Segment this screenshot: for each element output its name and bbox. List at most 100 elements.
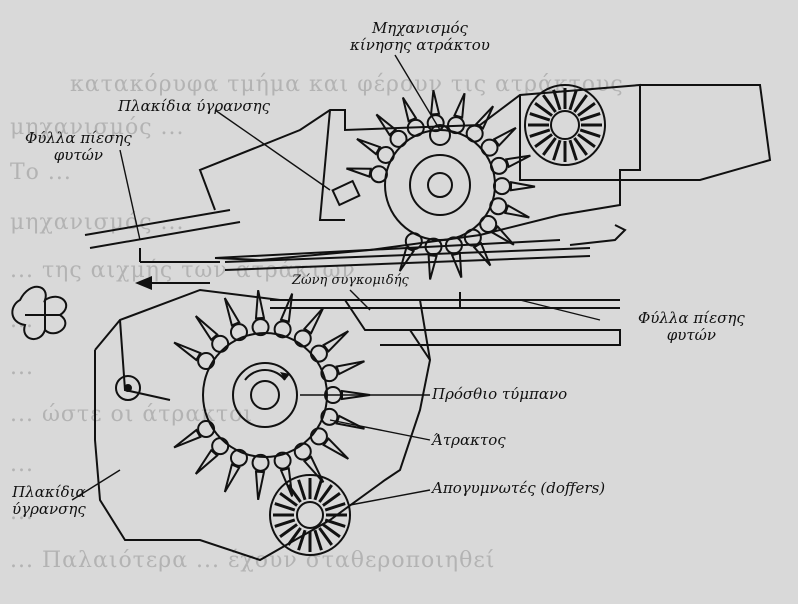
doffer-tooth	[568, 139, 578, 161]
spindle-base	[389, 129, 408, 148]
spindle-base	[251, 453, 270, 472]
upper-housing	[198, 83, 772, 262]
spindle-base	[273, 451, 292, 470]
spindle	[398, 246, 416, 272]
spindle	[427, 254, 438, 280]
label-moistening-pads-bottom-line2: ύγρανσης	[12, 500, 86, 518]
doffer-tooth	[577, 133, 596, 148]
spindle	[194, 315, 219, 342]
doffer-tooth	[279, 492, 298, 507]
lower-doffer	[269, 474, 351, 556]
moistening-pads	[115, 179, 361, 401]
spindle-base	[309, 427, 328, 446]
upper-doffer	[524, 84, 606, 166]
doffer-tooth	[534, 102, 553, 117]
label-spindle-drive-line1: Μηχανισμός	[371, 19, 468, 37]
label-pressure-plates-right-line2: φυτών	[666, 326, 717, 344]
spindle	[450, 252, 463, 278]
doffer-tooth	[313, 529, 323, 551]
lower-housing	[94, 288, 432, 562]
spindle	[279, 293, 294, 323]
spindle-base	[251, 318, 270, 337]
spindle	[453, 92, 466, 119]
doffer-tooth	[274, 502, 296, 512]
label-spindle: Άτρακτος	[432, 431, 506, 449]
doffer-tooth	[579, 128, 601, 138]
spindle-base	[465, 124, 484, 143]
doffer-tooth	[579, 112, 601, 122]
label-front-drum: Πρόσθιο τύμπανο	[432, 385, 568, 403]
doffer-tooth	[529, 112, 551, 122]
doffer-tooth	[322, 523, 341, 538]
doffer-tooth	[313, 479, 323, 501]
doffer-tooth	[287, 484, 302, 503]
spindle	[254, 290, 266, 320]
doffer-tooth	[552, 139, 562, 161]
spindle-base	[447, 116, 466, 135]
spindle	[173, 428, 202, 449]
spindle-base	[463, 228, 482, 247]
spindle	[254, 470, 266, 500]
label-harvest-zone: Ζώνη συγκομιδής	[292, 273, 409, 288]
doffer-tooth	[279, 523, 298, 538]
spindle	[335, 360, 365, 376]
doffer-tooth	[297, 479, 307, 501]
spindle	[504, 154, 531, 169]
label-pressure-plates-left-line2: φυτών	[53, 146, 104, 164]
front-drum	[173, 290, 371, 500]
label-pressure-plates-right: Φύλλα πίεσης φυτών	[638, 310, 745, 344]
pressure-plates-left	[84, 209, 241, 263]
doffer-tooth	[534, 133, 553, 148]
spindle-base	[424, 237, 443, 256]
spindle-base	[197, 420, 216, 438]
doffer-tooth	[318, 484, 333, 503]
spindle-base	[309, 344, 328, 363]
spindle	[491, 225, 515, 246]
spindle	[474, 105, 495, 130]
cotton-boll	[11, 285, 68, 340]
doffer-tooth	[274, 518, 296, 528]
spindle-base	[406, 118, 425, 137]
spindle	[194, 448, 219, 475]
spindle-base	[426, 114, 445, 133]
spindle	[472, 241, 492, 267]
doffer-tooth	[287, 527, 302, 546]
doffer-tooth	[324, 518, 346, 528]
spindle	[509, 181, 536, 192]
spindle-base	[229, 448, 248, 467]
spindle	[492, 126, 517, 148]
spindle-base	[320, 364, 339, 383]
spindle-base	[444, 236, 463, 255]
label-moistening-pads-bottom: Πλακίδια ύγρανσης	[12, 484, 86, 518]
spindle	[223, 463, 241, 493]
doffer-tooth	[552, 89, 562, 111]
spindle-base	[293, 329, 312, 348]
spindle	[401, 97, 418, 123]
spindle-base	[489, 156, 508, 175]
doffer-tooth	[322, 492, 341, 507]
spindle-base	[229, 323, 248, 342]
spindle	[302, 455, 325, 483]
doffer-tooth	[568, 89, 578, 111]
spindle	[375, 113, 398, 137]
label-moistening-pads-top: Πλακίδια ύγρανσης	[118, 97, 271, 115]
label-moistening-pads-bottom-line1: Πλακίδια	[12, 483, 86, 501]
label-spindle-drive: Μηχανισμός κίνησης ατράκτου	[350, 20, 490, 54]
spindle	[346, 167, 372, 178]
doffer-tooth	[573, 94, 588, 113]
doffer-tooth	[542, 137, 557, 156]
doffer-tooth	[318, 527, 333, 546]
spindle	[322, 437, 350, 460]
spindle-base	[273, 320, 292, 339]
pressure-plates-right	[420, 292, 600, 308]
spindle-base	[369, 165, 388, 184]
doffer-tooth	[324, 502, 346, 512]
spindle-base	[320, 407, 339, 426]
spindle	[223, 297, 241, 327]
spindle-base	[211, 437, 230, 456]
spindle	[429, 89, 441, 116]
rear-drum	[346, 89, 536, 280]
spindle-base	[197, 352, 216, 370]
label-doffers: Απογυμνωτές (doffers)	[432, 479, 606, 497]
